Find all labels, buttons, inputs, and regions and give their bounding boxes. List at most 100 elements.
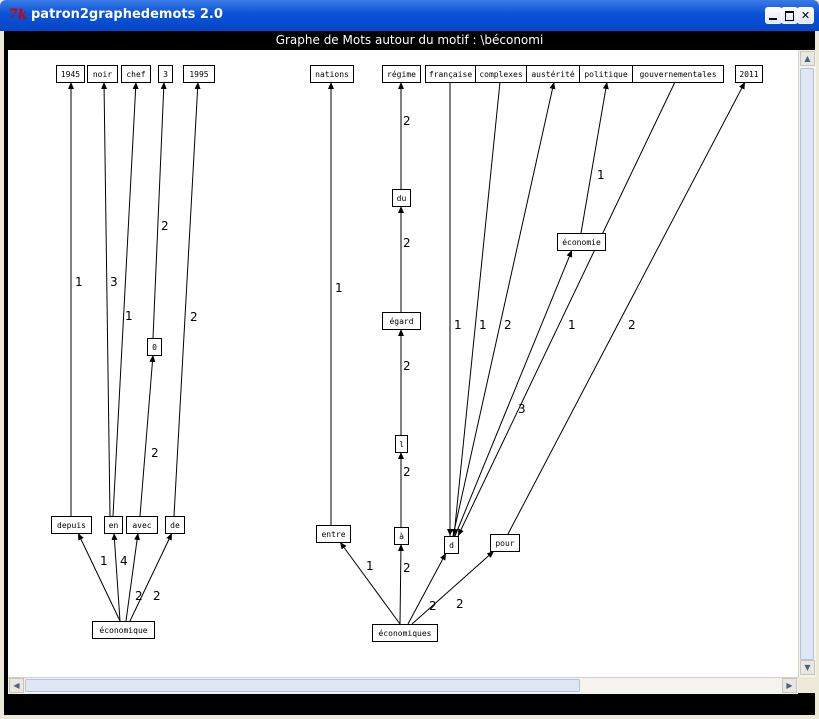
scroll-down-button[interactable]: ▼ <box>800 660 815 675</box>
node-box <box>51 516 92 534</box>
node-label: de <box>170 521 180 530</box>
horizontal-scroll-thumb[interactable] <box>25 679 580 692</box>
graph-node-francaise[interactable]: française <box>425 65 476 83</box>
edge-line <box>451 81 501 537</box>
graph-node-a[interactable]: à <box>394 527 409 545</box>
scrollbar-corner <box>798 677 815 693</box>
node-label: 3 <box>163 70 168 79</box>
graph-node-3[interactable]: 3 <box>158 65 173 83</box>
horizontal-scrollbar[interactable]: ◀ ▶ <box>8 677 798 694</box>
edge-line <box>139 354 156 517</box>
graph-node-2011[interactable]: 2011 <box>735 65 763 83</box>
node-box <box>183 65 215 83</box>
node-box <box>121 65 151 83</box>
close-button[interactable]: ✕ <box>797 7 814 24</box>
graph-node-en[interactable]: en <box>104 516 123 534</box>
edge-nfrancaise-nd: 1 <box>447 82 462 536</box>
node-box <box>392 189 411 207</box>
scroll-left-button[interactable]: ◀ <box>9 678 24 693</box>
node-label: égard <box>389 316 413 326</box>
node-box <box>372 624 438 642</box>
edge-ndepuis-n1945: 1 <box>68 82 83 516</box>
node-label: avec <box>132 521 151 530</box>
graph-node-pour[interactable]: pour <box>490 534 520 552</box>
graph-node-de[interactable]: de <box>165 516 185 534</box>
edge-neconomique-nen: 4 <box>111 532 128 622</box>
edge-line <box>173 81 201 517</box>
edge-neconomique-navec: 2 <box>125 532 143 622</box>
tk-app-icon[interactable]: 7k <box>8 7 28 23</box>
graph-node-gouv[interactable]: gouvernementales <box>632 65 724 83</box>
maximize-button[interactable] <box>781 7 798 24</box>
edge-line <box>407 552 447 625</box>
edge-navec-n0: 2 <box>139 354 159 517</box>
graph-node-d[interactable]: d <box>444 536 459 554</box>
edge-line <box>112 81 139 517</box>
maximize-icon <box>782 8 797 23</box>
edge-line <box>152 81 167 339</box>
graph-node-complexes[interactable]: complexes <box>475 65 527 83</box>
node-box <box>126 516 158 534</box>
close-icon: ✕ <box>800 9 811 22</box>
graph-node-chef[interactable]: chef <box>121 65 151 83</box>
edge-weight-label: 3 <box>110 275 118 289</box>
edge-nde-n1995: 2 <box>173 81 201 517</box>
graph-node-depuis[interactable]: depuis <box>51 516 92 534</box>
word-graph[interactable]: 13122214221122222221123112 1945noirchef3… <box>8 50 798 677</box>
node-label: pour <box>495 539 514 548</box>
graph-node-0[interactable]: 0 <box>147 338 162 356</box>
main-panel: Graphe de Mots autour du motif : \bécono… <box>4 31 816 715</box>
graph-node-du[interactable]: du <box>392 189 411 207</box>
edge-line <box>125 532 141 622</box>
node-label: du <box>397 194 407 203</box>
edge-weight-label: 1 <box>100 554 108 568</box>
edge-weight-label: 2 <box>456 597 464 611</box>
graph-node-economie[interactable]: économie <box>557 233 606 251</box>
node-label: 2011 <box>739 70 758 79</box>
edge-weight-label: 2 <box>151 446 159 460</box>
node-label: gouvernementales <box>639 70 716 79</box>
edge-line <box>580 81 609 234</box>
edge-line <box>339 541 401 625</box>
edge-weight-label: 1 <box>454 318 462 332</box>
title-bar[interactable]: 7k patron2graphedemots 2.0 ✕ <box>0 0 819 31</box>
graph-node-egard[interactable]: égard <box>382 312 421 330</box>
node-box <box>382 312 421 330</box>
vertical-scrollbar[interactable]: ▲ ▼ <box>798 50 816 677</box>
scroll-right-button[interactable]: ▶ <box>782 678 797 693</box>
node-label: nations <box>315 70 349 79</box>
graph-node-economique[interactable]: économique <box>92 621 155 639</box>
vertical-scroll-thumb[interactable] <box>800 68 814 660</box>
graph-node-economiques[interactable]: économiques <box>372 624 438 642</box>
edge-n0-n3: 2 <box>152 81 169 339</box>
edge-weight-label: 1 <box>75 275 83 289</box>
minimize-button[interactable] <box>765 7 782 24</box>
graph-node-noir[interactable]: noir <box>87 65 118 83</box>
graph-node-1995[interactable]: 1995 <box>183 65 215 83</box>
graph-canvas[interactable]: 13122214221122222221123112 1945noirchef3… <box>8 50 798 677</box>
graph-node-avec[interactable]: avec <box>126 516 158 534</box>
edge-ndu-nregime: 2 <box>398 82 411 189</box>
node-label: en <box>109 521 119 530</box>
graph-node-regime[interactable]: régime <box>382 65 421 83</box>
edge-neconomie-npolitique: 1 <box>580 81 609 234</box>
scroll-up-button[interactable]: ▲ <box>800 51 815 66</box>
node-box <box>394 527 409 545</box>
graph-node-nations[interactable]: nations <box>310 65 354 83</box>
node-box <box>104 516 123 534</box>
graph-node-austerite[interactable]: austérité <box>526 65 580 83</box>
edge-neconomiques-nentre: 1 <box>339 541 401 625</box>
edge-weight-label: 1 <box>568 318 576 332</box>
edge-ncomplexes-nd: 1 <box>451 81 501 537</box>
node-box <box>490 534 520 552</box>
graph-node-entre[interactable]: entre <box>316 525 351 543</box>
node-box <box>56 65 85 83</box>
node-label: politique <box>584 70 628 79</box>
graph-node-l[interactable]: l <box>395 435 408 453</box>
edge-weight-label: 2 <box>403 561 411 575</box>
graph-node-politique[interactable]: politique <box>579 65 633 83</box>
edge-weight-label: 1 <box>479 318 487 332</box>
graph-node-1945[interactable]: 1945 <box>56 65 85 83</box>
node-box <box>147 338 162 356</box>
edge-line <box>129 532 173 622</box>
